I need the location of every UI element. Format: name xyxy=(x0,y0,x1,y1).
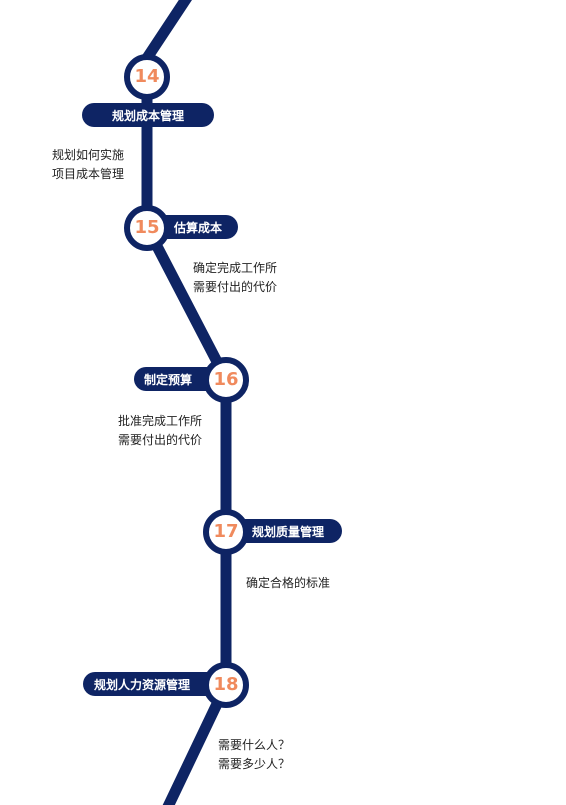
station-label: 估算成本 xyxy=(174,220,223,235)
station-label: 规划人力资源管理 xyxy=(94,677,191,692)
description-line: 项目成本管理 xyxy=(52,167,125,181)
description-line: 批准完成工作所 xyxy=(118,414,203,428)
station-number: 16 xyxy=(213,369,239,390)
description-line: 规划如何实施 xyxy=(52,148,125,162)
station-17-marker: 17 xyxy=(203,509,249,555)
station-label: 制定预算 xyxy=(144,372,193,387)
station-18-marker: 18 xyxy=(203,662,249,708)
station-14-label-pill: 规划成本管理 xyxy=(82,103,214,127)
station-14-description: 规划如何实施 项目成本管理 xyxy=(52,146,124,184)
description-line: 需要付出的代价 xyxy=(118,433,203,447)
station-number: 14 xyxy=(134,66,160,87)
description-line: 需要多少人？ xyxy=(218,757,291,771)
description-line: 需要付出的代价 xyxy=(193,280,278,294)
station-18-description: 需要什么人？ 需要多少人？ xyxy=(218,736,290,774)
station-14-marker: 14 xyxy=(124,54,170,100)
description-line: 确定合格的标准 xyxy=(246,576,331,590)
description-line: 确定完成工作所 xyxy=(193,261,278,275)
station-number: 18 xyxy=(213,674,239,695)
station-label: 规划质量管理 xyxy=(252,524,325,539)
station-17-description: 确定合格的标准 xyxy=(246,574,330,593)
station-number: 17 xyxy=(213,521,239,542)
station-16-description: 批准完成工作所 需要付出的代价 xyxy=(118,412,202,450)
station-number: 15 xyxy=(134,217,160,238)
station-16-marker: 16 xyxy=(203,357,249,403)
station-15-marker: 15 xyxy=(124,205,170,251)
station-15-description: 确定完成工作所 需要付出的代价 xyxy=(193,259,277,297)
route-path xyxy=(141,0,232,805)
station-label: 规划成本管理 xyxy=(111,108,184,123)
description-line: 需要什么人？ xyxy=(218,738,291,752)
